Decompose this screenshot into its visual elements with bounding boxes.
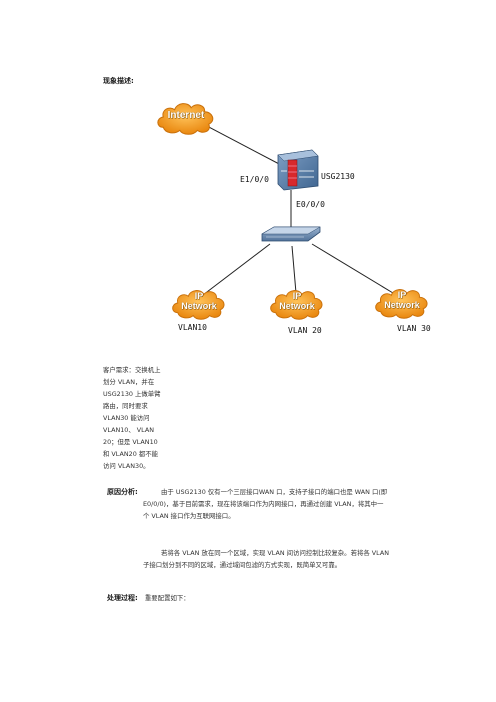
cause-paragraph-1: 由于 USG2130 仅有一个三层接口WAN 口，支持子接口的端口也是 WAN …: [143, 486, 413, 522]
cause-heading: 原因分析:: [107, 488, 138, 496]
vlan30-label: VLAN 30: [397, 324, 431, 333]
cloud-network-text: Network: [384, 300, 420, 310]
note-line: 客户需求：交换机上: [103, 366, 161, 374]
cause-line: 由于 USG2130 仅有一个三层接口WAN 口，支持子接口的端口也是 WAN …: [161, 488, 388, 496]
link-switch-vlan20: [291, 245, 297, 294]
note-line: USG2130 上做单臂: [103, 390, 161, 398]
link-switch-vlan30: [311, 243, 394, 294]
customer-requirement-note: 客户需求：交换机上 划分 VLAN，并在 USG2130 上做单臂 路由，同时要…: [103, 364, 165, 472]
internet-label: Internet: [167, 110, 205, 121]
vlan20-label: VLAN 20: [288, 326, 322, 335]
cloud-ip-text: IP: [397, 290, 407, 300]
cloud-network-text: Network: [181, 301, 217, 311]
note-line: 路由，同时要求: [103, 402, 148, 410]
cause-line: E0/0/0)，基于目前需求，现在将该端口作为内网接口，再通过创建 VLAN，将…: [143, 500, 384, 508]
firewall-model-label: USG2130: [321, 172, 355, 181]
process-row: 处理过程: 重要配置如下：: [107, 585, 190, 604]
cause-line: 若将各 VLAN 放在同一个区域，实现 VLAN 间访问控制比较复杂。若将各 V…: [161, 549, 390, 557]
phenomenon-heading: 现象描述:: [103, 77, 134, 85]
cause-paragraph-2: 若将各 VLAN 放在同一个区域，实现 VLAN 间访问控制比较复杂。若将各 V…: [143, 547, 413, 571]
note-line: 访问 VLAN30。: [103, 462, 150, 470]
switch-icon: [261, 226, 321, 242]
ip-network-label-2: IP Network: [270, 291, 324, 311]
link-internet-firewall: [204, 124, 284, 167]
note-line: VLAN30 能访问: [103, 414, 150, 422]
ip-network-label-1: IP Network: [172, 291, 226, 311]
note-line: 20；但是 VLAN10: [103, 438, 158, 446]
ip-network-label-3: IP Network: [375, 290, 429, 310]
port-e1-0-0-label: E1/0/0: [240, 175, 269, 184]
cloud-ip-text: IP: [292, 291, 302, 301]
cloud-network-text: Network: [279, 301, 315, 311]
port-e0-0-0-label: E0/0/0: [296, 200, 325, 209]
process-heading: 处理过程:: [107, 594, 138, 602]
note-line: 和 VLAN20 都不能: [103, 450, 158, 458]
link-switch-vlan10: [202, 243, 271, 296]
note-line: VLAN10、 VLAN: [103, 426, 155, 434]
cause-line: 子接口划分到不同的区域，通过域间包滤的方式实现，既简单又可靠。: [143, 561, 342, 569]
vlan10-label: VLAN10: [178, 323, 207, 332]
process-text: 重要配置如下：: [144, 594, 190, 602]
note-line: 划分 VLAN，并在: [103, 378, 155, 386]
cloud-ip-text: IP: [194, 291, 204, 301]
cause-line: 个 VLAN 接口作为互联网接口。: [143, 512, 235, 520]
firewall-icon: [277, 149, 319, 191]
